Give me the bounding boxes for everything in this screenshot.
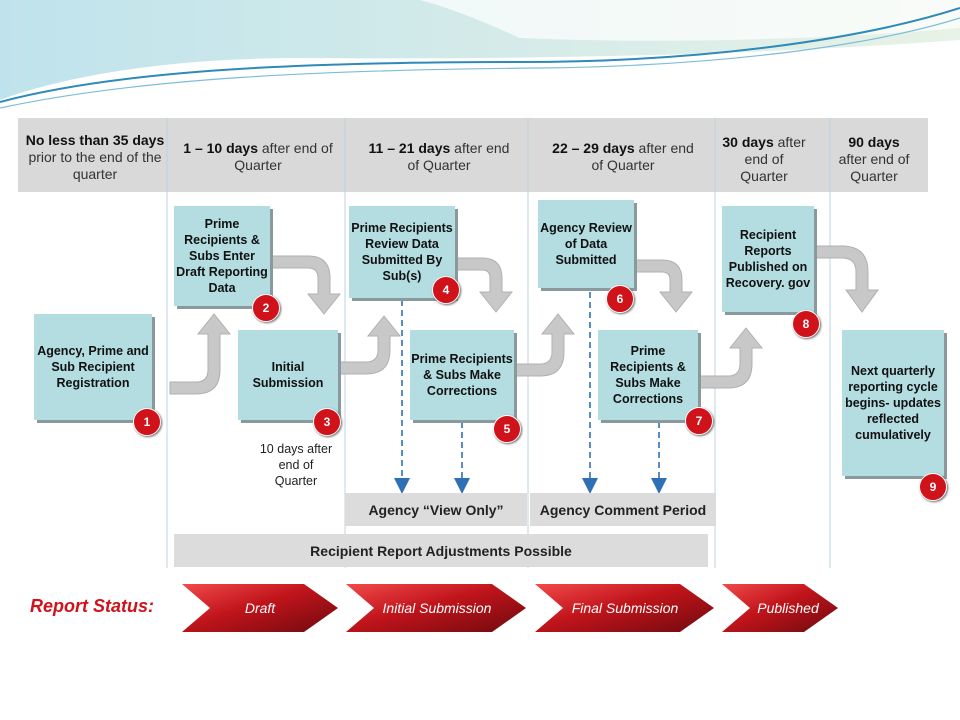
flow-arrow: [815, 245, 879, 313]
agency-view-only-bar: Agency “View Only”: [345, 493, 527, 526]
column-header-90: 90 days after end of Quarter: [834, 134, 914, 185]
status-chevron-initial: [346, 584, 526, 632]
flow-arrow: [169, 313, 232, 395]
step-badge-2: 2: [252, 294, 280, 322]
header-bold: 11 – 21 days: [368, 140, 451, 156]
header-rest: after end of Quarter: [838, 151, 910, 184]
step-box-published: Recipient Reports Published on Recovery.…: [722, 206, 814, 312]
status-initial-label: Initial Submission: [382, 599, 492, 616]
column-header-11-21: 11 – 21 days after end of Quarter: [364, 140, 514, 174]
flow-arrow: [511, 313, 576, 377]
note-10-days: 10 days after end of Quarter: [259, 442, 333, 488]
report-status-label: Report Status:: [30, 596, 155, 616]
step-label: Next quarterly reporting cycle begins- u…: [845, 364, 941, 442]
header-bold: 1 – 10 days: [183, 140, 258, 156]
step-box-corrections-1: Prime Recipients & Subs Make Corrections: [410, 330, 514, 420]
header-band: [18, 118, 928, 192]
header-rest: after end of Quarter: [407, 140, 510, 173]
header-bold: 30 days: [722, 134, 774, 150]
status-draft-label: Draft: [244, 599, 276, 616]
flow-arrow: [635, 259, 694, 313]
step-box-next-cycle: Next quarterly reporting cycle begins- u…: [842, 330, 944, 476]
header-rest: after end of Quarter: [234, 140, 333, 173]
flow-arrow: [455, 257, 514, 313]
status-published-label: Published: [757, 599, 819, 616]
step-label: Recipient Reports Published on Recovery.…: [725, 228, 811, 290]
column-header-30: 30 days after end of Quarter: [720, 134, 808, 185]
status-chevron-final: [535, 584, 714, 632]
status-final-label: Final Submission: [571, 599, 679, 616]
adjustments-possible-bar: Recipient Report Adjustments Possible: [174, 534, 708, 567]
step-badge-7: 7: [685, 407, 713, 435]
step-label: Prime Recipients Review Data Submitted B…: [351, 221, 453, 283]
column-header-1-10: 1 – 10 days after end of Quarter: [178, 140, 338, 174]
step-box-corrections-2: Prime Recipients & Subs Make Corrections: [598, 330, 698, 420]
column-header-22-29: 22 – 29 days after end of Quarter: [548, 140, 698, 174]
step-badge-1: 1: [133, 408, 161, 436]
agency-comment-period-bar: Agency Comment Period: [530, 493, 716, 526]
status-chevron-draft: [182, 584, 338, 632]
step-label: Agency Review of Data Submitted: [540, 221, 632, 267]
flow-arrow: [697, 327, 764, 389]
step-badge-5: 5: [493, 415, 521, 443]
header-rest: after end of Quarter: [591, 140, 694, 173]
step-badge-9: 9: [919, 473, 947, 501]
header-rest: prior to the end of the quarter: [28, 149, 162, 182]
step-label: Initial Submission: [252, 360, 324, 390]
step-box-draft-data: Prime Recipients & Subs Enter Draft Repo…: [174, 206, 270, 306]
flow-arrow: [337, 315, 402, 375]
step-box-agency-review: Agency Review of Data Submitted: [538, 200, 634, 288]
step-badge-8: 8: [792, 310, 820, 338]
header-bold: 90 days: [848, 134, 900, 150]
step-box-registration: Agency, Prime and Sub Recipient Registra…: [34, 314, 152, 420]
step-badge-4: 4: [432, 276, 460, 304]
flow-arrow: [271, 255, 342, 315]
step-label: Prime Recipients & Subs Make Corrections: [411, 352, 513, 398]
decorative-waves: [0, 0, 960, 109]
step-badge-6: 6: [606, 285, 634, 313]
step-label: Prime Recipients & Subs Enter Draft Repo…: [176, 217, 268, 295]
step-label: Prime Recipients & Subs Make Corrections: [610, 344, 686, 406]
step-label: Agency, Prime and Sub Recipient Registra…: [37, 344, 149, 390]
column-header-prereg: No less than 35 days prior to the end of…: [22, 132, 168, 183]
step-box-initial-submission: Initial Submission: [238, 330, 338, 420]
header-rest: after end of Quarter: [740, 134, 806, 184]
step-badge-3: 3: [313, 408, 341, 436]
header-bold: 22 – 29 days: [552, 140, 635, 156]
header-bold: No less than 35 days: [25, 132, 165, 148]
status-chevron-published: [722, 584, 838, 632]
